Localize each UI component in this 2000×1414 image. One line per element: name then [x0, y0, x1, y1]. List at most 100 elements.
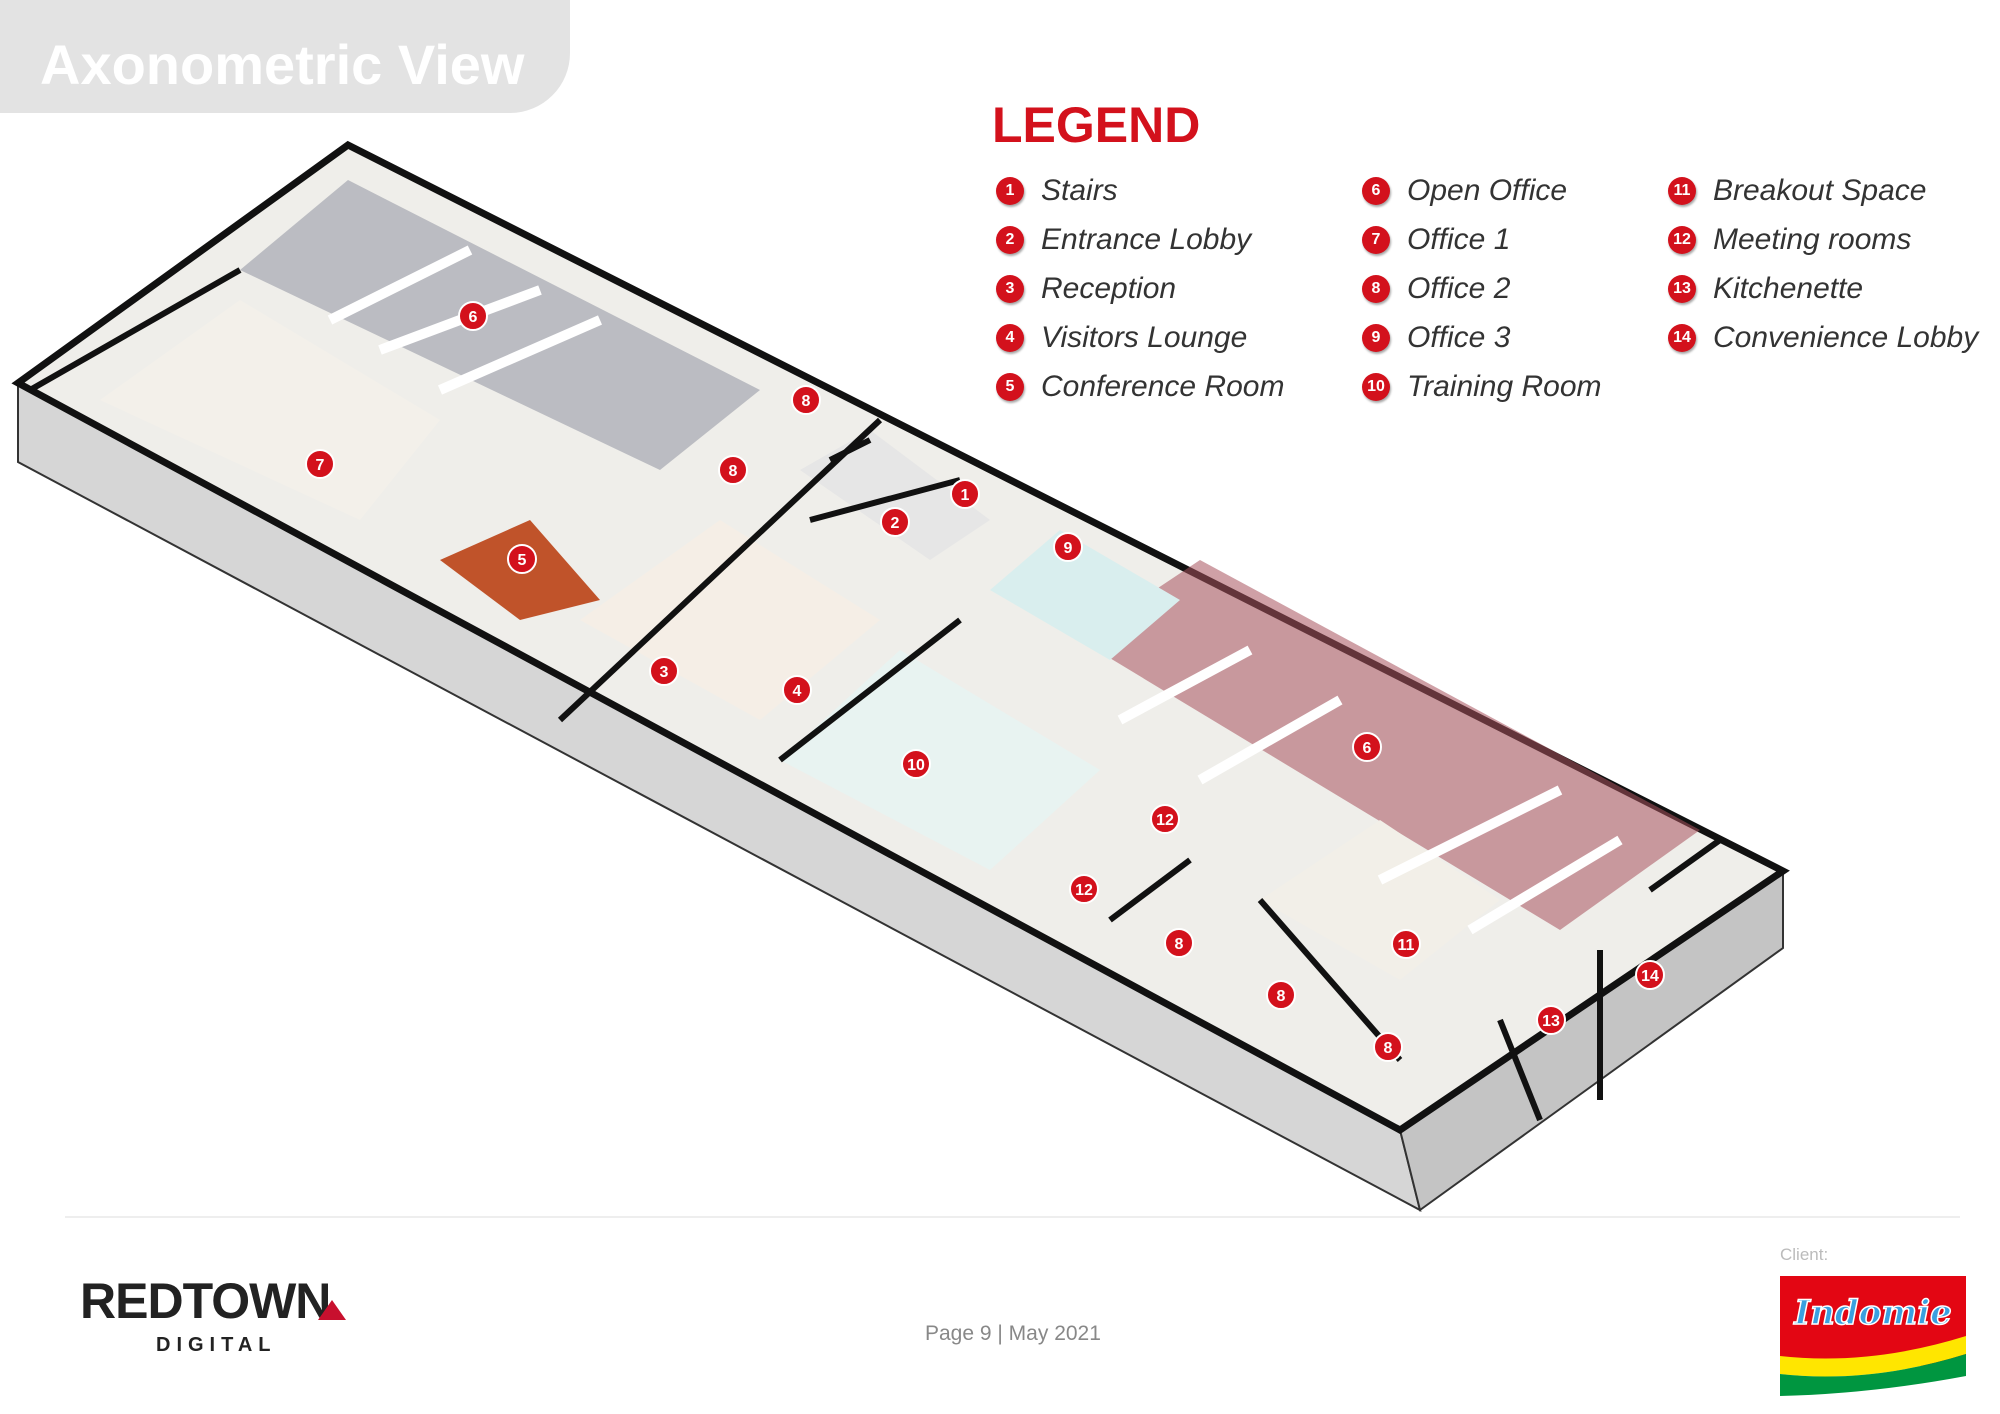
legend-label: Stairs — [1041, 174, 1118, 207]
marker-circle-icon — [458, 301, 488, 331]
client-label: Client: — [1780, 1245, 1829, 1264]
marker-circle-icon — [1635, 960, 1665, 990]
marker-number: 12 — [1156, 812, 1174, 829]
number-badge-icon: 7 — [1362, 226, 1390, 254]
number-badge-icon: 4 — [996, 324, 1024, 352]
marker-circle-icon — [718, 455, 748, 485]
legend-label: Office 3 — [1407, 321, 1511, 354]
marker-number: 10 — [907, 757, 925, 774]
number-badge-icon: 14 — [1668, 324, 1696, 352]
desk-rows — [327, 245, 1623, 935]
legend-item: 12 Meeting rooms — [1668, 220, 1911, 260]
plan-marker: 13 — [1536, 1005, 1566, 1035]
legend-label: Meeting rooms — [1713, 223, 1912, 256]
marker-number: 9 — [1064, 540, 1073, 557]
marker-number: 13 — [1542, 1013, 1560, 1030]
marker-number: 12 — [1075, 882, 1093, 899]
legend-label: Open Office — [1407, 174, 1568, 207]
marker-circle-icon — [1391, 929, 1421, 959]
redtown-logo: REDTOWN — [80, 1273, 331, 1329]
plan-marker: 7 — [305, 449, 335, 479]
marker-number: 8 — [1277, 988, 1286, 1005]
plan-marker: 8 — [1373, 1032, 1403, 1062]
plan-marker: 4 — [782, 675, 812, 705]
marker-number: 14 — [1641, 968, 1659, 985]
plan-marker: 6 — [458, 301, 488, 331]
plan-marker: 9 — [1053, 532, 1083, 562]
number-badge-icon: 6 — [1362, 177, 1390, 205]
legend-label: Visitors Lounge — [1041, 321, 1248, 354]
legend-item: 3 Reception — [996, 269, 1176, 309]
legend-title: LEGEND — [992, 97, 1201, 153]
marker-number: 8 — [802, 393, 811, 410]
marker-number: 3 — [660, 664, 669, 681]
floor — [11, 140, 1790, 1135]
marker-circle-icon — [791, 385, 821, 415]
marker-number: 5 — [518, 552, 527, 569]
marker-circle-icon — [880, 507, 910, 537]
page-info: Page 9 | May 2021 — [925, 1322, 1101, 1345]
plan-marker: 12 — [1069, 874, 1099, 904]
plan-marker: 10 — [901, 749, 931, 779]
marker-number: 6 — [1363, 740, 1372, 757]
open-office-area-1 — [240, 180, 760, 470]
office-1-area — [100, 300, 440, 520]
number-badge-icon: 12 — [1668, 226, 1696, 254]
legend-item: 10 Training Room — [1362, 367, 1602, 407]
marker-circle-icon — [305, 449, 335, 479]
marker-circle-icon — [1536, 1005, 1566, 1035]
marker-circle-icon — [1150, 804, 1180, 834]
number-badge-icon: 3 — [996, 275, 1024, 303]
marker-circle-icon — [782, 675, 812, 705]
legend-label: Training Room — [1407, 370, 1602, 403]
plan-marker: 1 — [950, 479, 980, 509]
marker-number: 7 — [316, 457, 325, 474]
legend-label: Reception — [1041, 272, 1177, 305]
reception-area — [580, 520, 880, 720]
plan-marker: 11 — [1391, 929, 1421, 959]
redtown-logo-mark — [318, 1300, 346, 1320]
marker-circle-icon — [901, 749, 931, 779]
marker-number: 8 — [1384, 1040, 1393, 1057]
marker-circle-icon — [507, 544, 537, 574]
plan-marker: 6 — [1352, 732, 1382, 762]
indomie-logo: Indomie — [1780, 1276, 1966, 1396]
marker-number: 4 — [793, 683, 802, 700]
marker-circle-icon — [1266, 980, 1296, 1010]
interior-walls — [28, 267, 1722, 1122]
legend-label: Convenience Lobby — [1713, 321, 1979, 354]
office-3-area — [990, 530, 1180, 660]
marker-circle-icon — [1164, 928, 1194, 958]
number-badge-icon: 9 — [1362, 324, 1390, 352]
legend-label: Entrance Lobby — [1041, 223, 1252, 256]
number-badge-icon: 1 — [996, 177, 1024, 205]
legend-label: Office 2 — [1407, 272, 1511, 305]
footer-divider — [65, 1216, 1960, 1218]
marker-circle-icon — [1053, 532, 1083, 562]
legend-item: 8 Office 2 — [1362, 269, 1510, 309]
title-tab: Axonometric View — [0, 0, 570, 113]
marker-number: 6 — [469, 309, 478, 326]
number-badge-icon: 13 — [1668, 275, 1696, 303]
legend-item: 1 Stairs — [996, 171, 1118, 211]
legend-item: 14 Convenience Lobby — [1668, 318, 1978, 358]
marker-circle-icon — [1069, 874, 1099, 904]
number-badge-icon: 10 — [1362, 373, 1390, 401]
number-badge-icon: 8 — [1362, 275, 1390, 303]
marker-number: 8 — [1175, 936, 1184, 953]
plan-marker: 8 — [1266, 980, 1296, 1010]
plan-marker: 3 — [649, 656, 679, 686]
legend-label: Kitchenette — [1713, 272, 1864, 305]
plan-marker: 8 — [791, 385, 821, 415]
plan-marker: 2 — [880, 507, 910, 537]
marker-circle-icon — [950, 479, 980, 509]
legend-item: 13 Kitchenette — [1668, 269, 1863, 309]
svg-text:Indomie: Indomie — [1793, 1293, 1952, 1333]
training-room-area — [780, 650, 1100, 870]
legend-item: 9 Office 3 — [1362, 318, 1510, 358]
